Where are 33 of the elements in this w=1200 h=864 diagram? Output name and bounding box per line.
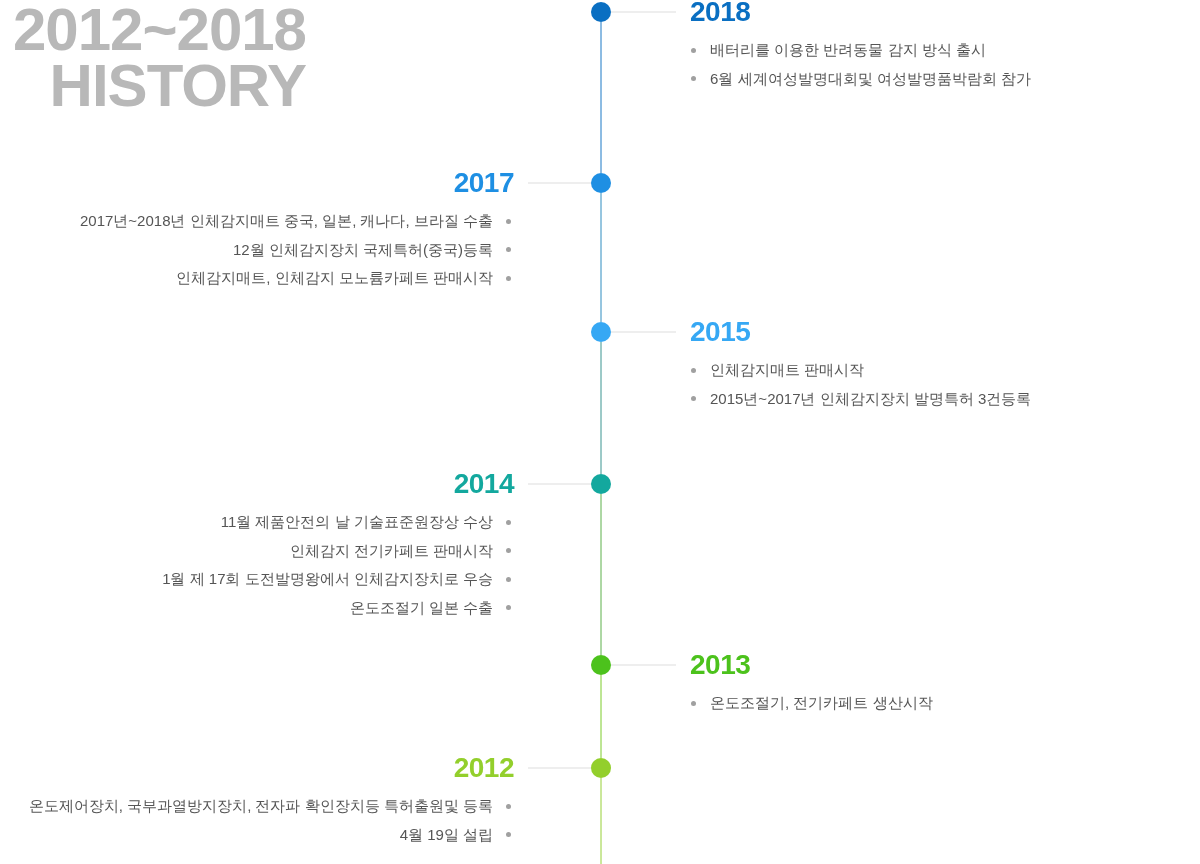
year-label: 2018 bbox=[676, 0, 751, 27]
history-item: 인체감지매트 판매시작 bbox=[710, 360, 865, 380]
history-item: 4월 19일 설립 bbox=[399, 824, 493, 845]
history-item: 1월 제 17회 도전발명왕에서 인체감지장치로 우승 bbox=[162, 569, 493, 589]
history-item: 2015년~2017년 인체감지장치 발명특허 3건등록 bbox=[710, 388, 1032, 409]
timeline-dot bbox=[591, 2, 611, 22]
timeline-dot bbox=[591, 655, 611, 675]
timeline-line bbox=[600, 341, 602, 475]
timeline-line bbox=[600, 21, 602, 174]
timeline-line bbox=[600, 674, 602, 759]
year-label: 2012 bbox=[453, 753, 528, 783]
history-item: 12월 인체감지장치 국제특허(중국)등록 bbox=[233, 239, 493, 260]
timeline-line bbox=[600, 192, 602, 323]
year-label: 2015 bbox=[676, 317, 751, 347]
page-title: 2012~2018 HISTORY bbox=[12, 0, 306, 114]
timeline-dot bbox=[591, 474, 611, 494]
history-item: 11월 제품안전의 날 기술표준원장상 수상 bbox=[220, 512, 493, 532]
year-label: 2014 bbox=[453, 469, 528, 499]
history-item: 인체감지매트, 인체감지 모노륨카페트 판매시작 bbox=[176, 268, 493, 288]
timeline-dot bbox=[591, 758, 611, 778]
history-item: 온도조절기, 전기카페트 생산시작 bbox=[710, 693, 933, 713]
history-item: 온도조절기 일본 수출 bbox=[349, 597, 493, 618]
timeline-line bbox=[600, 777, 602, 864]
year-label: 2013 bbox=[676, 650, 751, 680]
history-item: 배터리를 이용한 반려동물 감지 방식 출시 bbox=[710, 40, 986, 60]
year-label: 2017 bbox=[453, 168, 528, 198]
history-item: 6월 세계여성발명대회및 여성발명품박람회 참가 bbox=[710, 68, 1031, 89]
timeline-dot bbox=[591, 173, 611, 193]
timeline-line bbox=[600, 493, 602, 656]
history-item: 인체감지 전기카페트 판매시작 bbox=[289, 540, 493, 561]
history-item: 2017년~2018년 인체감지매트 중국, 일본, 캐나다, 브라질 수출 bbox=[80, 211, 493, 231]
history-item: 온도제어장치, 국부과열방지장치, 전자파 확인장치등 특허출원및 등록 bbox=[28, 796, 493, 816]
timeline-dot bbox=[591, 322, 611, 342]
